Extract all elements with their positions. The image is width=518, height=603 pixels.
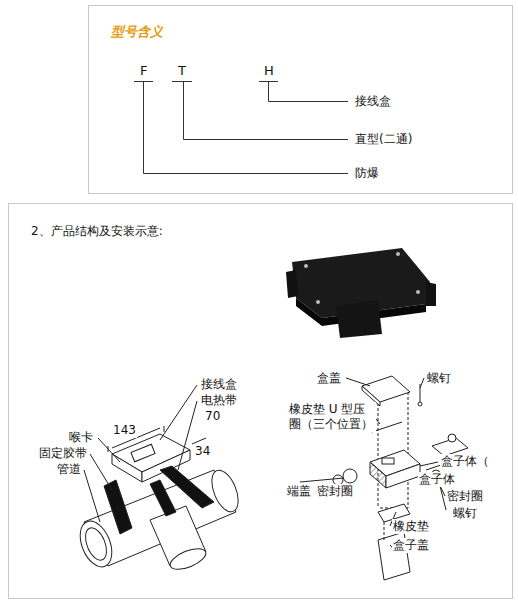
code-letter: F	[139, 63, 148, 78]
dimension: 143	[112, 423, 137, 438]
part-label: 电热带	[200, 393, 238, 408]
part-label: 密封圈	[446, 489, 484, 504]
part-label: 接线盒	[200, 377, 238, 392]
leader-lines	[84, 385, 197, 522]
part-label: 端盖	[286, 484, 312, 499]
bottom-panel	[9, 204, 513, 599]
code-meaning: 防爆	[354, 166, 380, 181]
part-label: 盒盖	[316, 371, 342, 386]
part-label: 管道	[56, 462, 82, 477]
part-label: 盒子体（	[440, 454, 490, 469]
part-label: 螺钉	[452, 506, 478, 521]
code-meaning: 直型(二通)	[354, 132, 413, 147]
code-letter: H	[263, 63, 275, 78]
part-label: 盒子体	[418, 472, 456, 487]
part-label: 螺钉	[426, 371, 452, 386]
part-label: 橡皮垫 U 型压 圈（三个位置）	[288, 402, 376, 432]
top-panel	[89, 6, 513, 194]
section-heading: 2、产品结构及安装示意:	[30, 224, 164, 239]
dimension: 70	[204, 409, 221, 424]
part-label: 橡皮垫	[392, 519, 430, 534]
label-title: 型号含义	[110, 24, 164, 39]
part-label: 密封圈	[316, 484, 354, 499]
code-meaning: 接线盒	[354, 94, 392, 109]
code-letter: T	[177, 63, 187, 78]
part-label: 盒子盖	[392, 538, 430, 553]
junction-box-photo	[286, 248, 436, 338]
dimension: 34	[194, 444, 211, 459]
code-lines	[134, 82, 348, 174]
part-label: 喉卡	[68, 430, 94, 445]
pipe-drawing	[74, 426, 243, 574]
part-label: 固定胶带	[38, 446, 88, 461]
